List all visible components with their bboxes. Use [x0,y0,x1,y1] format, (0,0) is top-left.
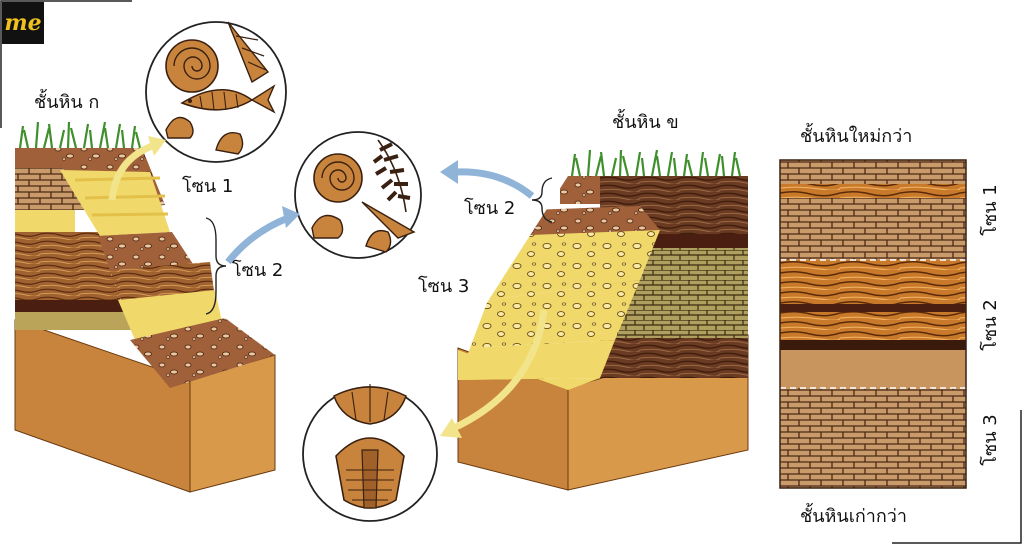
label-zone2-b: โซน 2 [464,197,515,219]
frame-line-bottom-right [892,410,1022,544]
trilobite-icon [335,437,405,509]
frame-line-top-left [0,0,132,128]
grass-a [18,121,142,149]
snail-shell-icon [227,21,270,84]
shell-icon [311,214,392,253]
arrow-zone2-a [225,206,300,265]
label-zone2-a: โซน 2 [232,259,283,281]
snail-shell-icon [361,201,416,239]
ammonite-icon [165,39,219,93]
grass-b [570,149,742,177]
arrow-zone2-b [440,160,535,199]
logo: me [2,2,44,44]
label-zone3-b: โซน 3 [418,275,469,297]
fossil-circle-zone2 [294,131,422,259]
arrow-zone3-b [440,309,548,438]
arrow-zone1-a [108,136,166,201]
fossil-circle-zone1 [145,21,287,163]
brace-zone2-a [205,217,227,315]
brachiopod-icon [333,384,407,425]
ammonite-icon [313,153,363,203]
rock-block-b [457,149,749,491]
label-rock-b: ชั้นหิน ข [612,109,679,133]
label-zone1-a: โซน 1 [182,175,233,197]
label-older-strata: ชั้นหินเก่ากว่า [800,503,907,527]
column-label-zone2: โซน 2 [979,299,1001,350]
rock-block-a [14,121,276,493]
logo-text: me [4,10,41,36]
brace-zone2-b [531,177,553,223]
strata-column [779,159,967,489]
fern-leaf-icon [372,139,411,213]
label-newer-strata: ชั้นหินใหม่กว่า [800,123,912,147]
shell-icon [165,116,244,155]
fish-fossil-icon [180,84,276,114]
column-label-zone1: โซน 1 [979,184,1001,235]
fossil-circle-zone3 [302,384,438,522]
column-label-zone3: โซน 3 [979,414,1001,465]
label-rock-a: ชั้นหิน ก [34,89,99,113]
